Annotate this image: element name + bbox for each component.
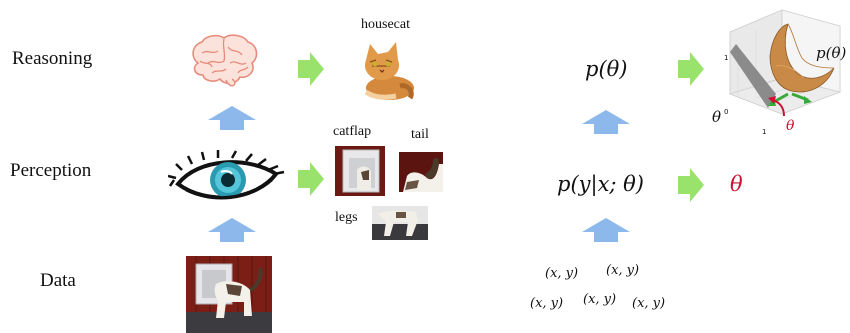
plot-surface-label: p(θ) (816, 44, 847, 62)
eye-icon (168, 150, 285, 200)
plot-axis-theta: θ (712, 108, 722, 126)
theta-estimate: θ (730, 172, 743, 196)
plot-tick-z0: 0 (724, 108, 729, 116)
right-arrow-likelihood-to-theta (678, 168, 704, 202)
housecat-photo (350, 36, 420, 109)
legs-photo (372, 206, 428, 240)
right-arrow-prior-to-plot (678, 52, 704, 86)
sample-2: (x, y) (606, 263, 640, 278)
right-arrow-brain-to-housecat (298, 52, 324, 86)
plot-tick-z1: 1 (724, 54, 729, 62)
row-label-perception: Perception (10, 160, 92, 181)
sample-1: (x, y) (545, 266, 579, 281)
data-photo (186, 256, 272, 333)
surface-plot: p(θ) θ θ 1 0 1 (712, 4, 848, 144)
sample-4: (x, y) (583, 292, 617, 307)
catflap-photo (335, 146, 385, 196)
tail-photo (399, 152, 443, 192)
up-arrow-data-to-perception (208, 218, 256, 242)
likelihood-expression: p(y|x; θ) (557, 172, 645, 196)
right-arrow-eye-to-parts (298, 162, 324, 196)
brain-icon (192, 34, 258, 87)
row-label-data: Data (40, 270, 76, 291)
up-arrow-likelihood-to-prior (582, 110, 630, 134)
up-arrow-perception-to-reasoning (208, 106, 256, 130)
plot-tick-x1: 1 (762, 128, 767, 136)
housecat-label: housecat (361, 17, 410, 32)
tail-label: tail (411, 127, 429, 142)
up-arrow-samples-to-likelihood (582, 218, 630, 242)
prior-expression: p(θ) (585, 57, 628, 81)
plot-point-theta: θ (786, 118, 795, 134)
row-label-reasoning: Reasoning (12, 48, 93, 69)
sample-5: (x, y) (632, 296, 666, 311)
catflap-label: catflap (333, 124, 372, 139)
legs-label: legs (335, 210, 358, 225)
sample-3: (x, y) (530, 296, 564, 311)
